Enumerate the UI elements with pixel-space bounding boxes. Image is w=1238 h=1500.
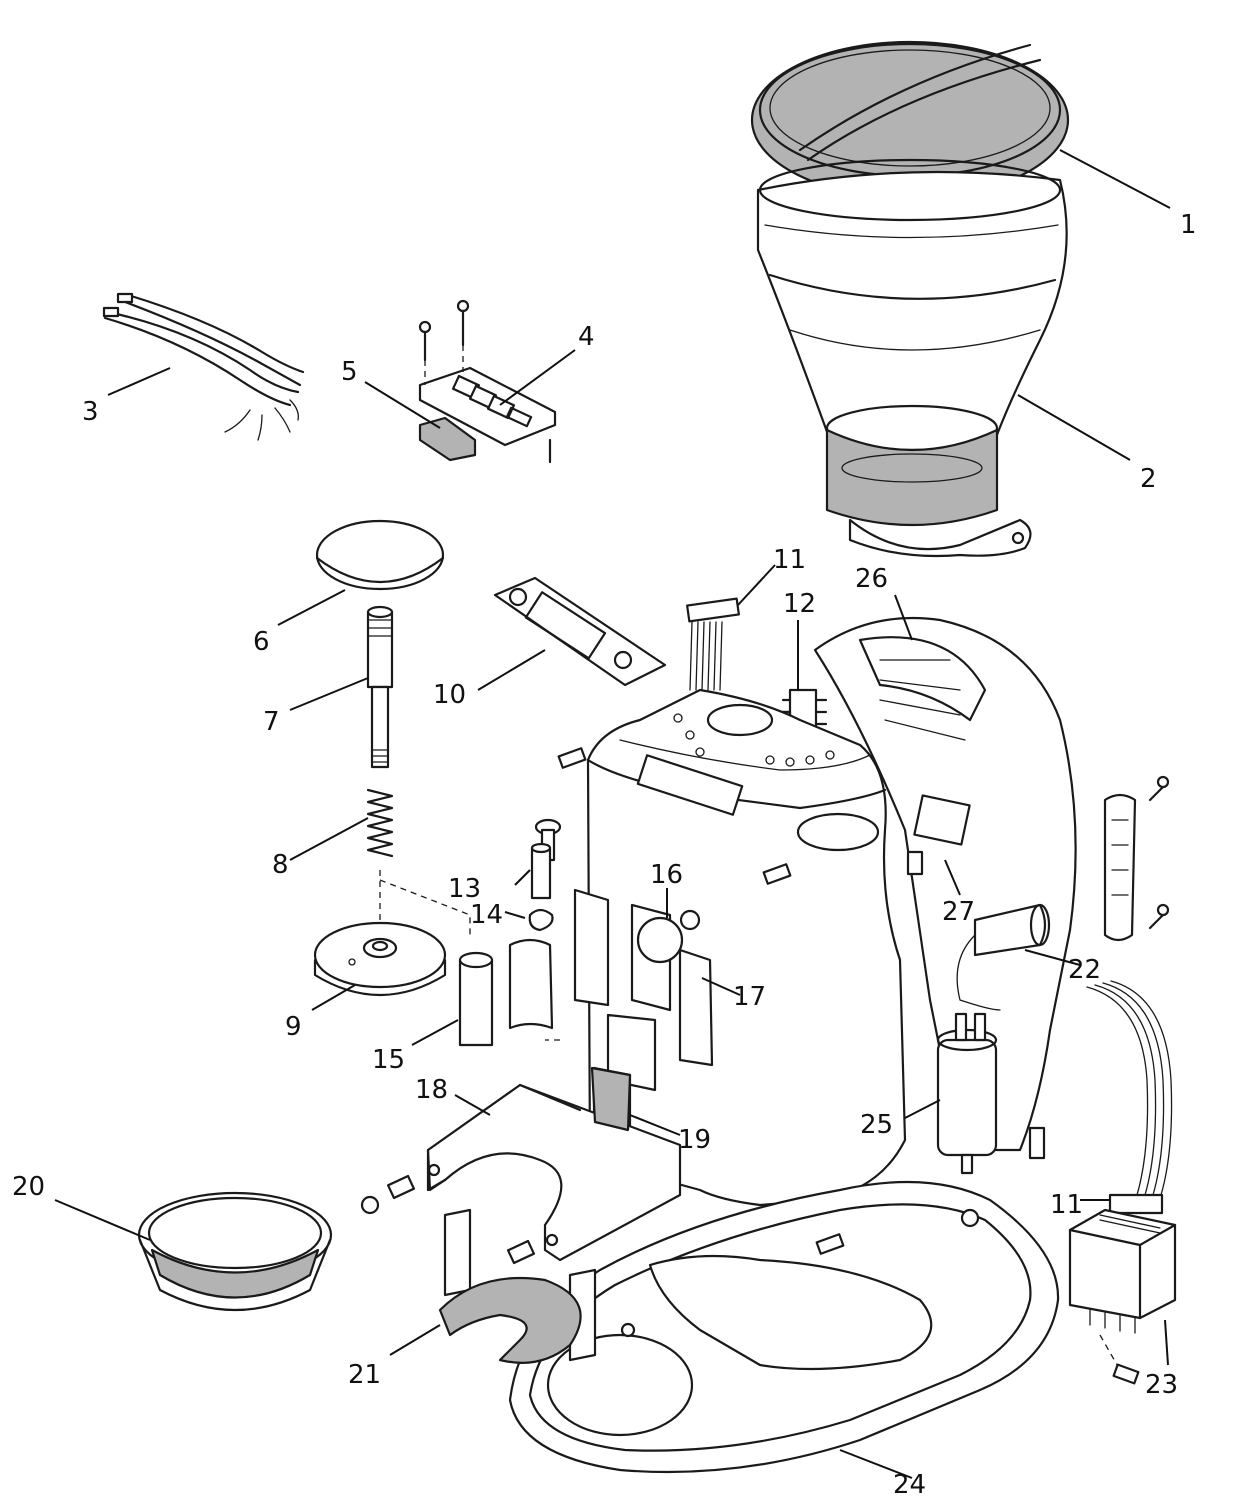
- hopper-lid: [750, 40, 1070, 200]
- callout-24: 24: [893, 1470, 926, 1500]
- callout-23: 23: [1145, 1370, 1178, 1400]
- power-switch: [906, 794, 971, 876]
- filter-basket: [137, 1191, 333, 1311]
- top-disc: [315, 519, 445, 591]
- callout-14: 14: [470, 900, 503, 930]
- small-parts: [458, 818, 562, 1047]
- callout-labels: 1 2 3 4 5 6 7 8 9 10 11 11 12 13 14 15 1…: [12, 210, 1197, 1500]
- ribbon-cable-right: [1086, 980, 1173, 1215]
- callout-11-right: 11: [1050, 1190, 1083, 1220]
- callout-18: 18: [415, 1075, 448, 1105]
- callout-9: 9: [285, 1012, 302, 1042]
- callout-13: 13: [448, 874, 481, 904]
- side-shell: [813, 616, 1077, 1152]
- control-board: [418, 299, 557, 464]
- motor-capacitor: [936, 1012, 998, 1175]
- leader-lines: [54, 149, 1171, 1479]
- screws: [557, 747, 1046, 1255]
- callout-7: 7: [263, 707, 280, 737]
- base-tray: [508, 1180, 1060, 1474]
- bean-hopper: [756, 158, 1068, 558]
- callout-20: 20: [12, 1172, 45, 1202]
- callout-4: 4: [578, 322, 595, 352]
- callout-17: 17: [733, 982, 766, 1012]
- spring: [366, 788, 471, 935]
- rubber-pad: [590, 1066, 632, 1132]
- callout-10: 10: [433, 680, 466, 710]
- callout-12: 12: [783, 589, 816, 619]
- display-panel: [493, 576, 667, 687]
- callout-27: 27: [942, 897, 975, 927]
- callout-16: 16: [650, 860, 683, 890]
- callout-21: 21: [348, 1360, 381, 1390]
- callout-5: 5: [341, 357, 358, 387]
- cup-support: [438, 1208, 636, 1364]
- callout-11-top: 11: [773, 545, 806, 575]
- callout-15: 15: [372, 1045, 405, 1075]
- side-badge: [1103, 775, 1170, 942]
- burr-carrier: [313, 921, 447, 996]
- ribbon-cable-top: [686, 597, 740, 691]
- callout-22: 22: [1068, 955, 1101, 985]
- wire-harness: [102, 292, 305, 441]
- callout-19: 19: [678, 1125, 711, 1155]
- callout-26: 26: [855, 564, 888, 594]
- callout-25: 25: [860, 1110, 893, 1140]
- callout-6: 6: [253, 627, 270, 657]
- callout-8: 8: [272, 850, 289, 880]
- adjustment-shaft: [366, 605, 394, 769]
- capacitor: [956, 903, 1051, 1011]
- callout-3: 3: [82, 397, 99, 427]
- portafilter-fork: [360, 1083, 682, 1265]
- callout-1: 1: [1180, 210, 1197, 240]
- callout-2: 2: [1140, 464, 1157, 494]
- control-box: [1068, 1208, 1177, 1385]
